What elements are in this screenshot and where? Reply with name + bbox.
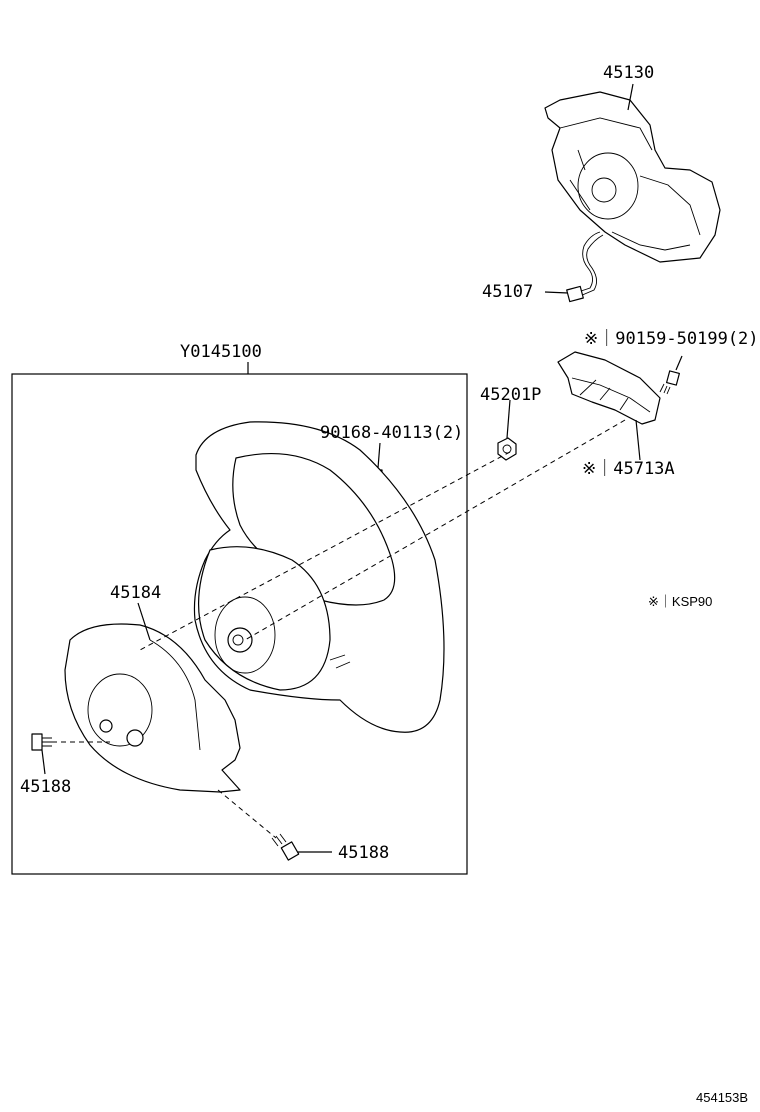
label-bolt-left: 45188 [20,777,71,797]
label-switch-screw: ※｜90159-50199(2) [584,329,759,349]
bolt-icon [31,733,52,751]
nut-icon [497,437,517,461]
assembly-frame [11,373,468,875]
label-screw-upper: 90168-40113(2) [320,423,463,443]
figure-id: 454153B [696,1090,748,1105]
label-switch: ※｜45713A [582,459,675,479]
steering-wheel-icon [193,421,445,733]
switch-unit-icon [557,351,661,425]
label-nut: 45201P [480,385,541,405]
label-cover: 45184 [110,583,161,603]
connector-cable-icon [566,231,604,303]
label-airbag: 45130 [603,63,654,83]
label-airbag-connector: 45107 [482,282,533,302]
lower-cover-icon [64,623,241,793]
label-note: ※｜KSP90 [648,594,712,609]
bolt-icon [271,833,300,861]
airbag-module-icon [544,91,721,263]
screw-icon [659,370,680,395]
label-bolt-bottom: 45188 [338,843,389,863]
label-assembly: Y0145100 [180,342,262,362]
